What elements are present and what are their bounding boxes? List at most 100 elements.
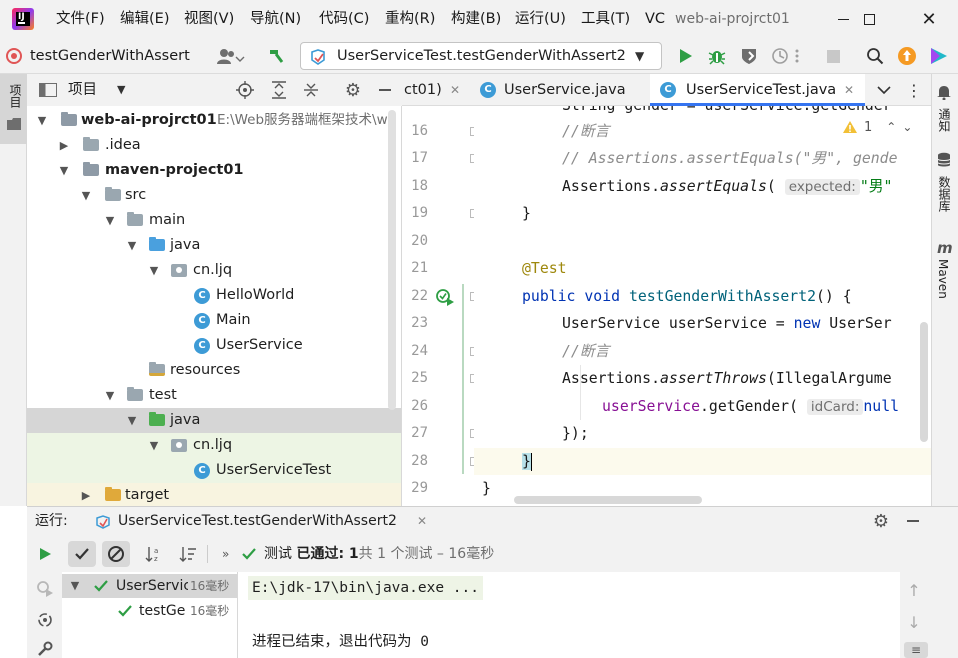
menu-run[interactable]: 运行(U): [515, 11, 566, 27]
ai-assistant-button[interactable]: [928, 46, 950, 66]
run-console[interactable]: E:\jdk-17\bin\java.exe ... 进程已结束，退出代码为 0: [238, 572, 900, 658]
rerun-button[interactable]: [35, 544, 55, 564]
hide-run-panel-button[interactable]: [903, 511, 923, 531]
toggle-auto-test-button[interactable]: [35, 610, 55, 630]
search-button[interactable]: [864, 46, 886, 66]
menu-file[interactable]: 文件(F): [56, 11, 105, 27]
notifications-tab[interactable]: 通知: [936, 84, 954, 144]
profile-button[interactable]: [770, 46, 804, 66]
updates-button[interactable]: [896, 46, 918, 66]
build-button[interactable]: [266, 46, 286, 66]
menu-bar: IJ 文件(F) 编辑(E) 视图(V) 导航(N) 代码(C) 重构(R) 构…: [0, 0, 958, 38]
menu-build[interactable]: 构建(B): [451, 11, 502, 27]
tree-row[interactable]: ▼ maven-project01: [27, 158, 401, 183]
chevron-down-icon[interactable]: ▼: [117, 83, 126, 96]
menu-vcs[interactable]: VC: [645, 11, 666, 27]
editor-vertical-scrollbar[interactable]: [920, 322, 928, 442]
close-icon[interactable]: ✕: [417, 514, 428, 528]
console-side-toolbar: ↑ ↓ ≡: [900, 572, 958, 658]
test-tree-row[interactable]: ▼ UserServic 16毫秒: [62, 574, 237, 598]
tree-row[interactable]: C Main: [27, 308, 401, 333]
tabs-dropdown-button[interactable]: [874, 80, 894, 100]
show-passed-button[interactable]: [68, 541, 96, 567]
database-tab[interactable]: 数据库: [936, 152, 954, 222]
project-panel-title[interactable]: 项目: [68, 82, 97, 98]
tabs-more-button[interactable]: ⋮: [906, 80, 922, 100]
scroll-up-button[interactable]: ↑: [904, 580, 924, 600]
line-number: 17: [411, 150, 428, 166]
code-line-27: });: [562, 425, 589, 442]
test-passed-check-icon: [94, 580, 108, 592]
code-editor[interactable]: String gender = userService.getGender //…: [474, 106, 931, 506]
tree-row[interactable]: ▼ test: [27, 383, 401, 408]
tree-row[interactable]: ▶ target: [27, 483, 401, 506]
collapse-all-button[interactable]: [301, 80, 321, 100]
code-line-22: public void testGenderWithAssert2() {: [522, 288, 852, 305]
tree-row[interactable]: ▼ java: [27, 408, 401, 433]
tree-row[interactable]: ▼ java: [27, 233, 401, 258]
run-target-label[interactable]: testGenderWithAssert: [30, 48, 190, 64]
run-target-button[interactable]: [4, 46, 24, 66]
run-config-select[interactable]: UserServiceTest.testGenderWithAssert2 ▼: [300, 42, 662, 70]
tab-label: ct01): [404, 82, 442, 98]
stop-button[interactable]: [822, 46, 844, 66]
menu-refactor[interactable]: 重构(R): [385, 11, 436, 27]
tree-row[interactable]: ▼ cn.ljq: [27, 433, 401, 458]
menu-edit[interactable]: 编辑(E): [120, 11, 170, 27]
coverage-button[interactable]: [738, 46, 760, 66]
tree-row[interactable]: ▶ .idea: [27, 133, 401, 158]
rerun-failed-icon: [37, 581, 53, 597]
run-side-toolbar: [27, 536, 62, 658]
chevron-up-icon[interactable]: ⌃: [886, 120, 897, 134]
close-icon[interactable]: ✕: [844, 83, 855, 97]
menu-view[interactable]: 视图(V): [184, 11, 235, 27]
console-line: 进程已结束，退出代码为 0: [252, 634, 429, 650]
tab-partial[interactable]: ct01) ✕: [402, 74, 466, 106]
run-settings-button[interactable]: ⚙: [871, 511, 891, 532]
tree-row[interactable]: resources: [27, 358, 401, 383]
tree-row[interactable]: ▼ web-ai-projrct01 E:\Web服务器端框架技术\w: [27, 108, 401, 133]
maximize-button[interactable]: [846, 0, 892, 38]
run-config-tab[interactable]: UserServiceTest.testGenderWithAssert2 ✕: [91, 507, 443, 535]
right-tool-stripe: 通知 数据库 m Maven: [931, 74, 958, 506]
tab-userservicetest[interactable]: C UserServiceTest.java ✕: [650, 74, 865, 106]
soft-wrap-button[interactable]: ≡: [904, 642, 928, 658]
user-menu-button[interactable]: [214, 46, 248, 66]
scroll-down-button[interactable]: ↓: [904, 612, 924, 632]
hide-panel-button[interactable]: [375, 80, 395, 100]
run-test-gutter-button[interactable]: [434, 286, 456, 308]
close-button[interactable]: ✕: [906, 0, 952, 38]
sort-duration-button[interactable]: [178, 544, 198, 564]
tree-row[interactable]: ▼ src: [27, 183, 401, 208]
debug-button[interactable]: [706, 46, 728, 66]
settings-button[interactable]: ⚙: [343, 80, 363, 101]
tab-userservice[interactable]: C UserService.java: [476, 74, 648, 106]
maven-tab[interactable]: m Maven: [936, 239, 954, 319]
tree-row[interactable]: ▼ cn.ljq: [27, 258, 401, 283]
menu-code[interactable]: 代码(C): [319, 11, 370, 27]
menu-navigate[interactable]: 导航(N): [250, 11, 302, 27]
close-icon[interactable]: ✕: [450, 83, 461, 97]
minimize-button[interactable]: [820, 0, 866, 38]
chevron-down-icon[interactable]: ⌄: [902, 120, 913, 134]
pin-tab-button[interactable]: [35, 640, 55, 658]
project-tool-tab[interactable]: 项目: [0, 74, 27, 144]
run-button[interactable]: [674, 46, 696, 66]
tree-row[interactable]: C HelloWorld: [27, 283, 401, 308]
menu-tools[interactable]: 工具(T): [581, 11, 631, 27]
inspection-widget[interactable]: 1 ⌃ ⌄: [842, 116, 928, 138]
tree-row[interactable]: C UserServiceTest: [27, 458, 401, 483]
code-line-24: //断言: [562, 343, 610, 360]
class-icon: C: [480, 82, 496, 98]
project-scrollbar[interactable]: [388, 110, 396, 410]
tree-row[interactable]: C UserService: [27, 333, 401, 358]
editor-horizontal-scrollbar[interactable]: [514, 496, 702, 504]
tree-row[interactable]: ▼ main: [27, 208, 401, 233]
show-ignored-button[interactable]: [102, 541, 130, 567]
more-actions-icon[interactable]: »: [222, 547, 230, 561]
expand-all-button[interactable]: [269, 80, 289, 100]
test-tree-row[interactable]: testGe 16毫秒: [62, 599, 237, 623]
locate-file-button[interactable]: [235, 80, 255, 100]
rerun-failed-button[interactable]: [35, 578, 55, 598]
